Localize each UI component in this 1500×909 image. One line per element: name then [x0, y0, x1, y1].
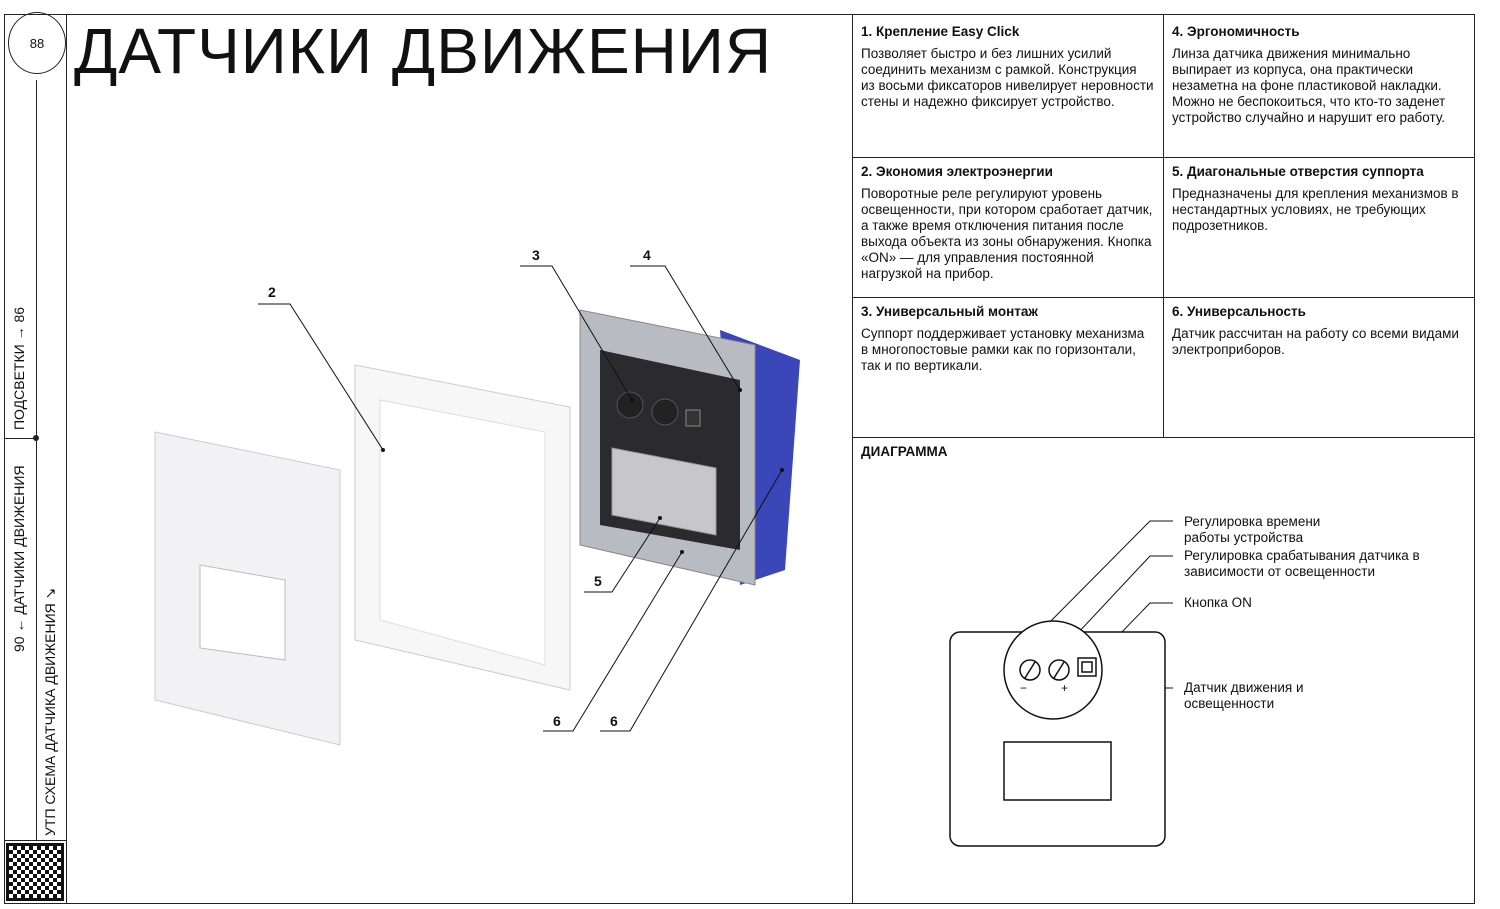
sidebar-inner-divider	[36, 80, 37, 840]
feature-title: 6. Универсальность	[1172, 304, 1306, 319]
callout-number: 4	[643, 247, 651, 263]
qr-divider	[4, 840, 66, 841]
minus-label: −	[1020, 681, 1028, 695]
feature-title: 4. Эргономичность	[1172, 24, 1300, 39]
table-row-divider	[852, 297, 1474, 298]
diagram-label-sensor: Датчик движения и освещенности	[1184, 680, 1304, 711]
feature-text: Поворотные реле регулируют уровень освещ…	[861, 186, 1153, 281]
qr-code	[6, 843, 64, 901]
table-row-divider	[852, 437, 1474, 438]
feature-text: Предназначены для крепления механиз­мов …	[1172, 186, 1459, 233]
sidebar-divider	[66, 14, 67, 904]
plus-label: +	[1061, 681, 1069, 695]
diagram-title: ДИАГРАММА	[861, 444, 948, 459]
feature-text: Линза датчика движения минимально выпира…	[1172, 46, 1446, 125]
callout-number: 3	[532, 247, 540, 263]
sidebar-dot	[33, 435, 39, 441]
diagram-label-light: Регулировка срабатывания датчика в завис…	[1184, 548, 1420, 579]
page-number: 88	[8, 12, 66, 74]
frame-image	[354, 364, 571, 691]
sidebar-split	[4, 438, 36, 439]
feature-text: Датчик рассчитан на работу со всеми вида…	[1172, 326, 1459, 357]
table-row-divider	[852, 157, 1474, 158]
callout-number: 6	[553, 713, 561, 729]
diagram-label-on-button: Кнопка ON	[1184, 595, 1252, 610]
diagram-title-cell: ДИАГРАММА	[852, 434, 957, 476]
diagram-label-time: Регулировка времени работы устройства	[1184, 514, 1321, 545]
table-divider	[852, 14, 853, 904]
cover-plate-image	[154, 431, 341, 746]
feature-text: Позволяет быстро и без лишних усилий сое…	[861, 46, 1154, 109]
callout-number: 2	[268, 284, 276, 300]
feature-title: 1. Крепление Easy Click	[861, 24, 1020, 39]
mechanism-image	[579, 309, 800, 586]
feature-text: Суппорт поддерживает установку механиз­м…	[861, 326, 1145, 373]
feature-title: 5. Диагональные отверстия суппорта	[1172, 164, 1424, 179]
page-title: ДАТЧИКИ ДВИЖЕНИЯ	[74, 15, 773, 87]
page-frame	[4, 14, 1475, 904]
callout-number: 5	[594, 573, 602, 589]
feature-title: 2. Экономия электроэнергии	[861, 164, 1053, 179]
callout-number: 6	[610, 713, 618, 729]
table-col-divider	[1163, 14, 1164, 437]
diagram-device	[949, 620, 1166, 847]
feature-title: 3. Универсальный монтаж	[861, 304, 1038, 319]
